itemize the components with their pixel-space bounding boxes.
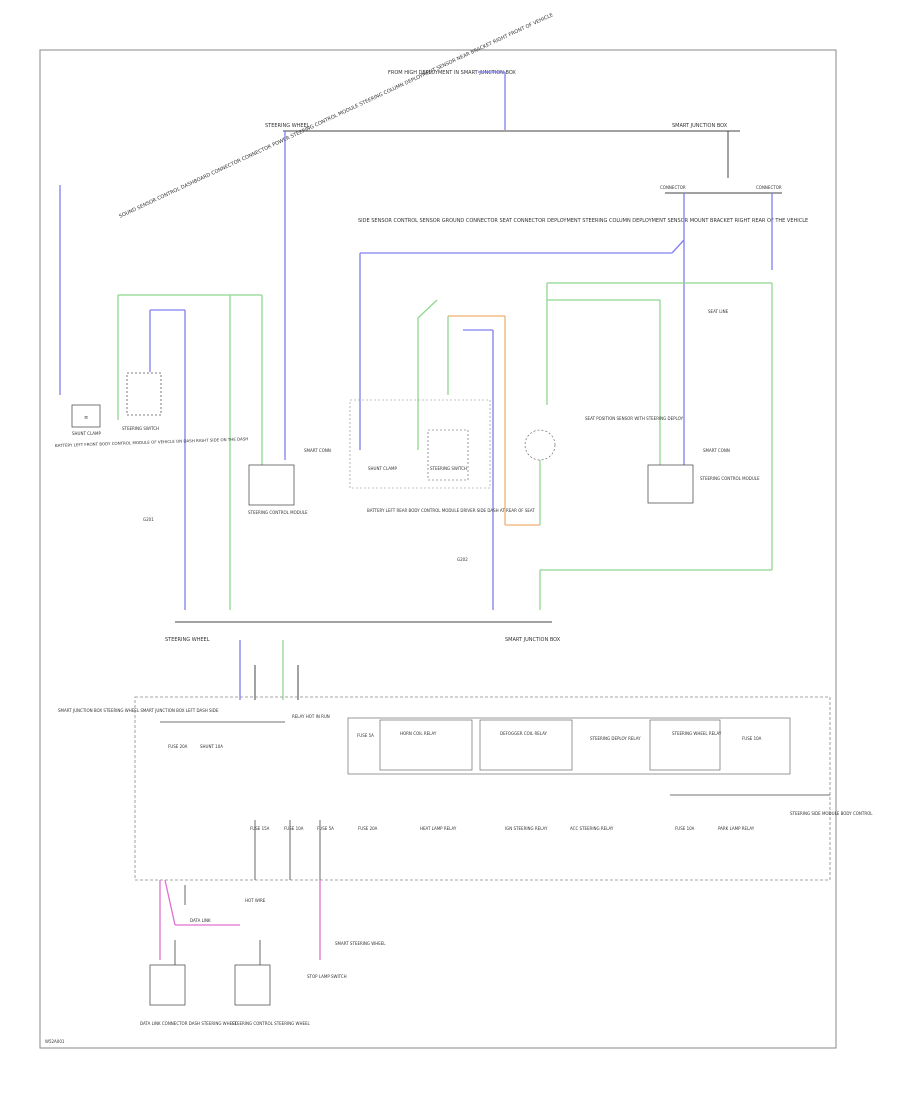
steering-left-label: STEERING WHEEL xyxy=(265,123,310,129)
sensor-center-icon xyxy=(524,429,556,461)
bottom-mod-2-box xyxy=(234,964,271,1006)
diagram-frame xyxy=(39,49,837,1049)
bottom-left-wire-label: DATA LINK xyxy=(190,918,211,923)
module-right-box xyxy=(647,464,694,504)
relay-group-top xyxy=(347,717,791,775)
wire-center-blue-3 xyxy=(671,239,685,254)
relay-5-label: HEAT LAMP RELAY xyxy=(420,826,457,831)
bottom-conn-label: SMART STEERING WHEEL xyxy=(335,941,386,946)
switch-left-box xyxy=(126,372,162,416)
bottom-mod-1-box xyxy=(149,964,186,1006)
smart-junction-right-label: SMART JUNCTION BOX xyxy=(672,123,728,129)
relay-hot-label: RELAY HOT IN RUN xyxy=(292,714,330,719)
smart-left-label: SMART CONN xyxy=(304,448,331,453)
relay-6-label: IGN STEERING RELAY xyxy=(505,826,548,831)
wire-pink-2 xyxy=(164,879,176,926)
relay-4-box xyxy=(649,719,721,771)
switch-center-label: STEERING SWITCH xyxy=(430,466,467,471)
fuse-h-label: FUSE 20A xyxy=(358,826,378,831)
relay-4-label: STEERING WHEEL RELAY xyxy=(672,731,722,736)
fuse-d-label: FUSE 10A xyxy=(742,736,762,741)
fuse-e-label: FUSE 15A xyxy=(250,826,270,831)
module-left-box xyxy=(248,464,295,506)
battery-left-label: BATTERY LEFT FRONT BODY CONTROL MODULE O… xyxy=(55,436,249,448)
shunt-left-box xyxy=(71,404,101,428)
bus-left-label: STEERING WHEEL xyxy=(165,637,210,643)
fuse-g-label: FUSE 5A xyxy=(317,826,334,831)
module-right-label: STEERING CONTROL MODULE xyxy=(700,476,760,481)
wire-center-green-2 xyxy=(417,299,438,319)
center-module-text: SIDE SENSOR CONTROL SENSOR GROUND CONNEC… xyxy=(358,218,808,224)
hot-label: HOT WIRE xyxy=(245,898,266,903)
relay-7-label: ACC STEERING RELAY xyxy=(570,826,614,831)
module-left-label: STEERING CONTROL MODULE xyxy=(248,510,308,515)
top-right-conn-left: CONNECTOR xyxy=(660,185,686,190)
fuse-f-label: FUSE 10A xyxy=(284,826,304,831)
shunt-left-icon: ≡ xyxy=(84,415,88,421)
relay-3-label: STEERING DEPLOY RELAY xyxy=(590,736,641,741)
ground-center-label: G202 xyxy=(457,557,468,562)
relay-1-box xyxy=(379,719,473,771)
shunt-center-label: SHUNT CLAMP xyxy=(368,466,397,471)
smart-right-label: SMART CONN xyxy=(703,448,730,453)
battery-center-label: BATTERY LEFT REAR BODY CONTROL MODULE DR… xyxy=(367,508,535,513)
sensor-center-label: SEAT POSITION SENSOR WITH STEERING DEPLO… xyxy=(585,416,684,421)
relay-8-label: PARK LAMP RELAY xyxy=(718,826,755,831)
shunt-left-label: SHUNT CLAMP xyxy=(72,431,101,436)
relay-2-label: DEFOGGER COIL RELAY xyxy=(500,731,548,736)
bus-right-label: SMART JUNCTION BOX xyxy=(505,637,561,643)
bottom-mod-1-label: DATA LINK CONNECTOR DASH STEERING WHEEL xyxy=(140,1021,238,1026)
fuse-a-label: FUSE 20A xyxy=(168,744,188,749)
left-module-text: SOUND SENSOR CONTROL DASHBOARD CONNECTOR… xyxy=(118,12,554,220)
sensor-right-wire-label: SEAT LINE xyxy=(708,309,729,314)
right-side-label: STEERING SIDE MODULE BODY CONTROL xyxy=(790,811,873,816)
switch-left-label: STEERING SWITCH xyxy=(122,426,159,431)
relay-2-box xyxy=(479,719,573,771)
top-connector-label: FROM HIGH DEPLOYMENT IN SMART JUNCTION B… xyxy=(388,70,516,76)
junction-box xyxy=(134,696,831,881)
switch-center-box xyxy=(427,429,469,481)
top-right-conn-right: CONNECTOR xyxy=(756,185,782,190)
bottom-mod-2-label: STEERING CONTROL STEERING WHEEL xyxy=(232,1021,311,1026)
bottom-ref-label: STOP LAMP SWITCH xyxy=(307,974,347,979)
box-side-label: SMART JUNCTION BOX STEERING WHEEL SMART … xyxy=(58,708,219,713)
diagram-code: W52A001 xyxy=(45,1039,65,1044)
fuse-i-label: FUSE 10A xyxy=(675,826,695,831)
fuse-b-label: SHUNT 10A xyxy=(200,744,223,749)
ground-left-label: G201 xyxy=(143,517,154,522)
fuse-c-label: FUSE 5A xyxy=(357,733,374,738)
center-dashed-area xyxy=(349,399,491,489)
relay-1-label: HORN COIL RELAY xyxy=(400,731,437,736)
